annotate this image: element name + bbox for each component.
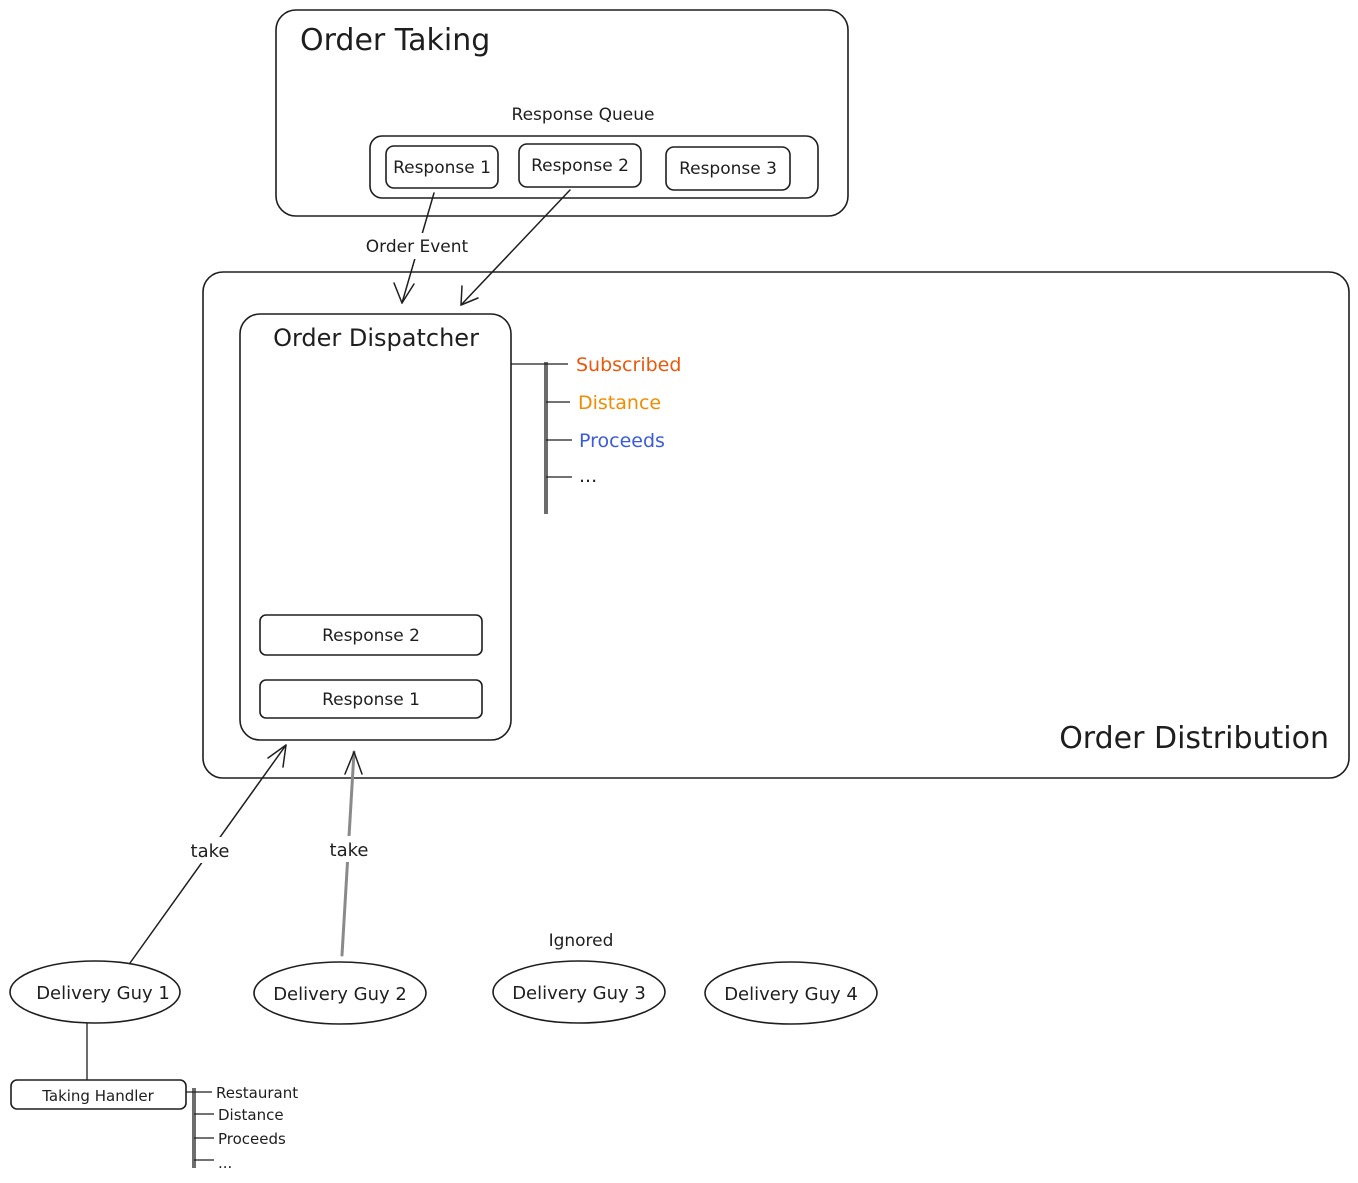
order-distribution-title: Order Distribution [1059, 721, 1329, 756]
handler-item-restaurant: Restaurant [216, 1084, 298, 1102]
take-label-2: take [330, 840, 369, 861]
order-distribution-group: Order Distribution Order Dispatcher Resp… [202, 271, 1350, 779]
dispatcher-response-1-label: Response 1 [322, 690, 420, 710]
order-dispatcher-title: Order Dispatcher [273, 324, 479, 352]
take-arrows: take take [129, 744, 378, 964]
delivery-guys-group: Ignored Delivery Guy 1 Delivery Guy 2 De… [9, 931, 878, 1025]
order-event-arrows: Order Event [352, 189, 571, 306]
handler-item-distance: Distance [218, 1106, 284, 1124]
delivery-guy-3: Delivery Guy 3 [492, 960, 666, 1024]
delivery-guy-1-label: Delivery Guy 1 [36, 983, 170, 1004]
dispatcher-response-1: Response 1 [259, 679, 483, 719]
queue-response-3-label: Response 3 [679, 159, 777, 179]
delivery-guy-2-label: Delivery Guy 2 [273, 984, 407, 1005]
dispatcher-response-2-label: Response 2 [322, 626, 420, 646]
ignored-label: Ignored [549, 931, 614, 951]
delivery-guy-4: Delivery Guy 4 [704, 961, 878, 1025]
taking-handler-label: Taking Handler [41, 1087, 154, 1105]
dispatcher-response-2: Response 2 [259, 614, 483, 656]
delivery-guy-4-label: Delivery Guy 4 [724, 984, 858, 1005]
criteria-distance: Distance [578, 392, 661, 414]
handler-item-more: ... [218, 1154, 232, 1172]
criteria-subscribed: Subscribed [576, 354, 681, 376]
take-label-1: take [191, 841, 230, 862]
delivery-guy-3-label: Delivery Guy 3 [512, 983, 646, 1004]
response-queue-label: Response Queue [512, 105, 655, 125]
criteria-proceeds: Proceeds [579, 430, 665, 452]
queue-response-1-label: Response 1 [393, 158, 491, 178]
handler-item-proceeds: Proceeds [218, 1130, 286, 1148]
order-distribution-box [202, 271, 1350, 779]
dispatcher-criteria-tree: Subscribed Distance Proceeds ... [511, 354, 681, 514]
order-taking-title: Order Taking [300, 23, 490, 58]
queue-response-1: Response 1 [385, 145, 499, 189]
order-taking-group: Order Taking Response Queue Response 1 R… [275, 9, 849, 217]
queue-response-2: Response 2 [518, 143, 642, 188]
criteria-more: ... [579, 465, 597, 487]
delivery-guy-1: Delivery Guy 1 [9, 960, 181, 1024]
response-queue-box [369, 135, 819, 199]
queue-response-3: Response 3 [665, 146, 791, 191]
queue-response-2-label: Response 2 [531, 156, 629, 176]
order-taking-box [275, 9, 849, 217]
order-event-label: Order Event [366, 237, 469, 257]
taking-handler-group: Taking Handler Restaurant Distance Proce… [10, 1023, 298, 1172]
delivery-guy-2: Delivery Guy 2 [253, 961, 427, 1025]
taking-handler-box [10, 1079, 187, 1110]
order-dispatcher-box [239, 313, 512, 741]
